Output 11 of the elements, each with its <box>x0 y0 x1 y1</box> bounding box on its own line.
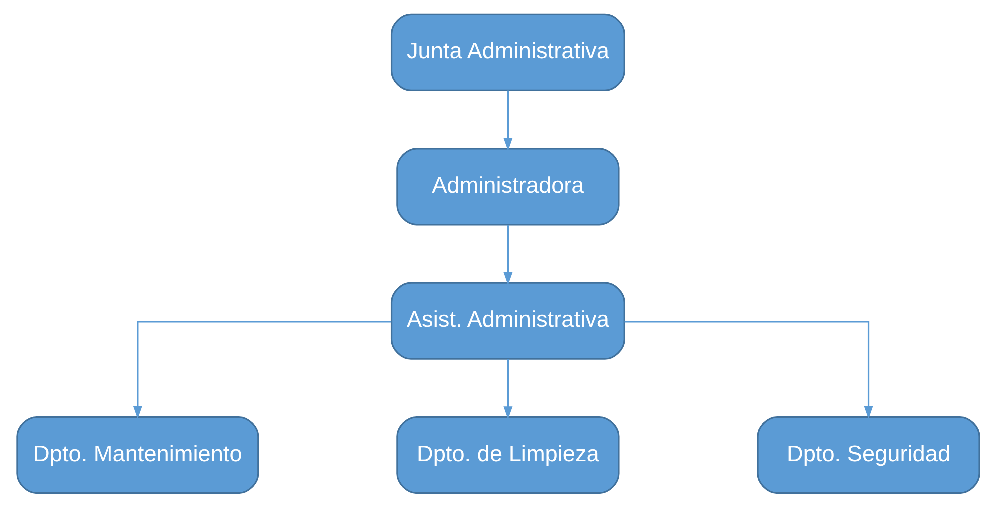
arrow <box>624 321 874 420</box>
node-box: Dpto. Seguridad <box>757 416 980 494</box>
node-box: Administradora <box>396 148 620 226</box>
node-box: Dpto. Mantenimiento <box>16 416 260 494</box>
arrow <box>504 359 513 420</box>
node-box: Dpto. de Limpieza <box>396 416 620 494</box>
arrow <box>133 321 392 420</box>
arrow <box>504 90 513 152</box>
node-box: Asist. Administrativa <box>390 282 626 360</box>
arrow <box>504 225 513 286</box>
node-box: Junta Administrativa <box>390 14 626 92</box>
